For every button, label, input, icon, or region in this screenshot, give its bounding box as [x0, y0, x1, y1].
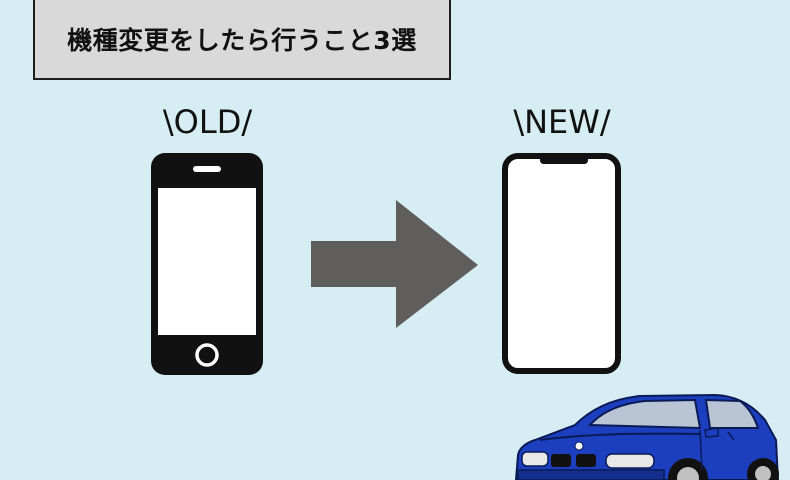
new-phone-label: \NEW/: [513, 103, 611, 141]
title-banner: 機種変更をしたら行うこと3選: [33, 0, 451, 80]
old-smartphone-icon: [151, 153, 263, 375]
blue-sedan-car-icon: [514, 393, 780, 480]
new-smartphone-icon: [502, 153, 621, 374]
old-phone-label: \OLD/: [162, 103, 253, 141]
right-arrow-icon: [311, 200, 478, 328]
page-title: 機種変更をしたら行うこと3選: [67, 26, 417, 55]
